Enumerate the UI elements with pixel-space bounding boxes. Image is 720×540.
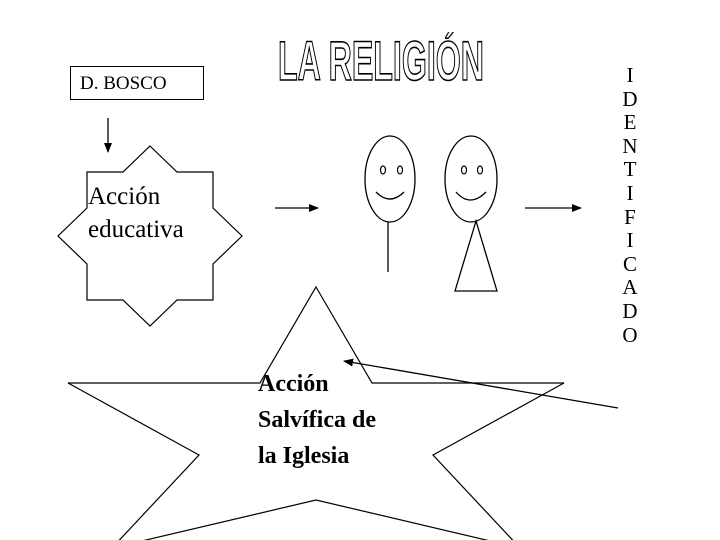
- vertical-letter: E: [616, 111, 644, 135]
- vertical-letter: N: [616, 135, 644, 159]
- salvific-action-line: Acción: [258, 366, 376, 402]
- vertical-letter: D: [616, 88, 644, 112]
- vertical-letter: I: [616, 229, 644, 253]
- vertical-letter: A: [616, 276, 644, 300]
- educational-action-label: Acción educativa: [88, 180, 184, 246]
- salvific-action-line: Salvífica de: [258, 402, 376, 438]
- page-title: LA RELIGIÓN: [274, 32, 488, 86]
- salvific-action-line: la Iglesia: [258, 438, 376, 474]
- vertical-letter: T: [616, 158, 644, 182]
- title-text: LA RELIGIÓN: [278, 32, 484, 86]
- return-arrow-to-star: [344, 361, 618, 408]
- vertical-letter: I: [616, 182, 644, 206]
- smiley-face-icon: [445, 136, 497, 291]
- educational-action-line: educativa: [88, 213, 184, 246]
- salvific-action-label: Acción Salvífica de la Iglesia: [258, 366, 376, 474]
- vertical-letter: C: [616, 253, 644, 277]
- vertical-letter: F: [616, 206, 644, 230]
- vertical-letter: D: [616, 300, 644, 324]
- vertical-letter: O: [616, 324, 644, 348]
- smiley-face-icon: [365, 136, 415, 272]
- educational-action-line: Acción: [88, 180, 184, 213]
- founder-box: D. BOSCO: [70, 66, 204, 100]
- vertical-letter: I: [616, 64, 644, 88]
